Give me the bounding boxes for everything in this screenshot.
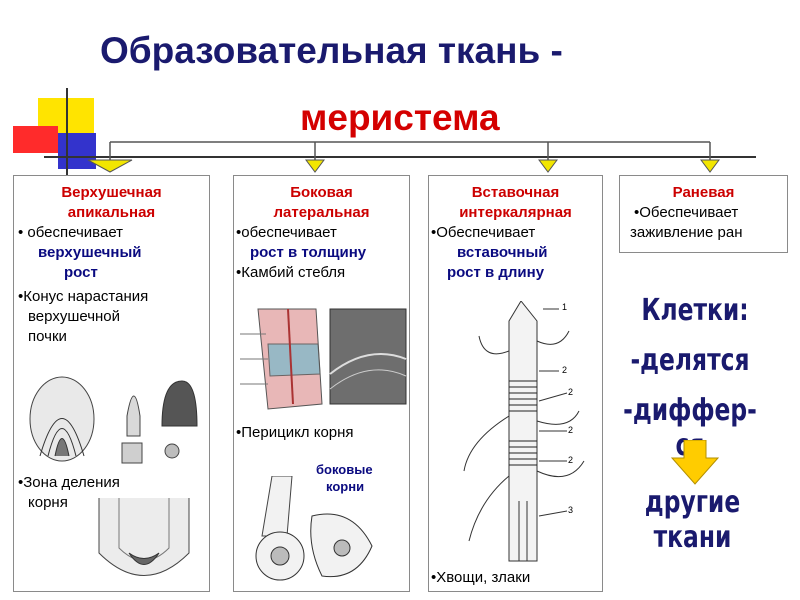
column-lateral: Боковая латеральная •обеспечивает рост в…: [233, 175, 410, 592]
column-intercalary-head2: интеркалярная: [459, 204, 572, 221]
title-underline: [44, 156, 756, 158]
page-title-line1: Образовательная ткань -: [100, 30, 563, 71]
column-apical-item: • обеспечивает: [18, 224, 124, 241]
root-tip-drawing: [98, 498, 190, 576]
column-lateral-item: •обеспечивает: [236, 224, 337, 241]
down-arrow-icon: [670, 440, 720, 485]
column-intercalary-item: вставочный: [457, 244, 548, 261]
column-intercalary-item: •Обеспечивает: [431, 224, 536, 241]
cells-result: другие ткани: [644, 485, 741, 555]
column-wound: Раневая •Обеспечивает заживление ран: [619, 175, 788, 253]
intercalary-stem-drawing: [463, 301, 585, 562]
column-apical-head1: Верхушечная: [61, 184, 162, 201]
stem-cambium-drawing: [240, 308, 407, 410]
column-apical-item: верхушечный: [38, 244, 142, 261]
column-apical-item: корня: [28, 494, 68, 511]
column-intercalary-item: рост в длину: [447, 264, 545, 281]
column-wound-item: заживление ран: [630, 224, 743, 241]
column-apical-item: •Зона деления: [18, 474, 120, 491]
page-title-line2: меристема: [300, 97, 500, 138]
column-lateral-head1: Боковая: [290, 184, 353, 201]
cells-title: Клетки:: [641, 293, 749, 328]
stem-label: 3: [568, 505, 574, 515]
column-lateral-head2: латеральная: [273, 204, 370, 221]
stem-label: 2: [568, 425, 574, 435]
deco-blue-square: [58, 133, 96, 169]
connector-tree: [87, 141, 720, 173]
column-apical-item: почки: [28, 328, 67, 345]
column-apical-item: •Конус нарастания: [18, 288, 149, 305]
column-wound-head1: Раневая: [672, 184, 735, 201]
column-lateral-item: •Перицикл корня: [236, 424, 354, 441]
column-intercalary-head1: Вставочная: [471, 184, 560, 201]
column-lateral-item: •Камбий стебля: [236, 264, 346, 281]
stem-label: 1: [562, 302, 568, 312]
deco-red-square: [13, 126, 58, 153]
deco-vertical-line: [66, 88, 68, 180]
column-apical-item: верхушечной: [28, 308, 121, 325]
cells-line1: -делятся: [630, 343, 750, 378]
cells-line2: -диффер-ся: [623, 393, 757, 463]
column-apical: Верхушечная апикальная • обеспечивает ве…: [13, 175, 210, 592]
column-lateral-item: рост в толщину: [250, 244, 367, 261]
lateral-roots-drawing: [255, 476, 373, 581]
column-wound-item: •Обеспечивает: [634, 204, 739, 221]
column-intercalary-item: •Хвощи, злаки: [431, 569, 531, 586]
column-lateral-item: корни: [326, 479, 365, 494]
apical-bud-drawing: [29, 376, 198, 464]
column-apical-head2: апикальная: [67, 204, 156, 221]
column-intercalary: Вставочная интеркалярная •Обеспечивает в…: [428, 175, 603, 592]
column-apical-item: рост: [64, 264, 98, 281]
stem-label: 2: [568, 455, 574, 465]
stem-label: 2: [562, 365, 568, 375]
column-lateral-item: боковые: [316, 462, 373, 477]
stem-label: 2: [568, 387, 574, 397]
